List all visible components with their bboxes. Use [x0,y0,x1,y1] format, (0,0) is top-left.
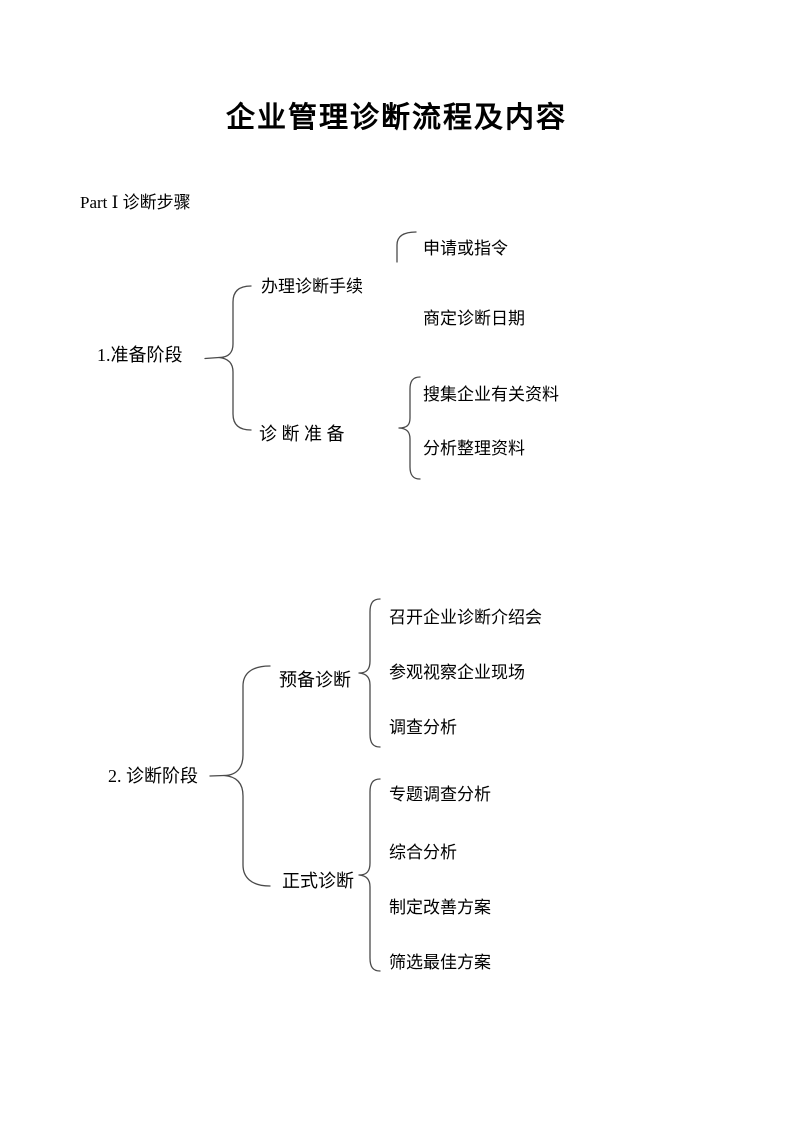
item-survey-analysis: 调查分析 [389,718,457,737]
bracket-hook-icon [396,231,417,263]
item-special-survey-analysis: 专题调查分析 [389,785,491,804]
item-site-visit: 参观视察企业现场 [389,663,525,682]
stage1-branch2-label: 诊 断 准 备 [259,424,345,444]
stage2-branch1-label: 预备诊断 [279,670,351,690]
document-title: 企业管理诊断流程及内容 [225,102,567,134]
part1-heading: Part Ⅰ 诊断步骤 [80,193,191,212]
stage2-branch2-label: 正式诊断 [282,871,354,891]
item-comprehensive-analysis: 综合分析 [389,843,457,862]
stage1-branch1-label: 办理诊断手续 [261,277,363,296]
stage2-label: 2. 诊断阶段 [108,766,198,786]
preliminary-items-curly-brace-icon [358,598,381,748]
stage2-curly-brace-icon [209,665,271,887]
stage1-label: 1.准备阶段 [97,345,183,365]
item-improvement-plan: 制定改善方案 [389,898,491,917]
item-collect-company-data: 搜集企业有关资料 [423,385,559,404]
formal-items-curly-brace-icon [358,778,381,972]
prep-items-curly-brace-icon [398,376,421,480]
item-select-best-plan: 筛选最佳方案 [389,953,491,972]
stage1-curly-brace-icon [204,285,252,431]
item-apply-or-order: 申请或指令 [423,239,508,258]
item-analyze-organize-data: 分析整理资料 [423,439,525,458]
item-intro-meeting: 召开企业诊断介绍会 [389,608,542,627]
item-set-diagnosis-date: 商定诊断日期 [423,309,525,328]
